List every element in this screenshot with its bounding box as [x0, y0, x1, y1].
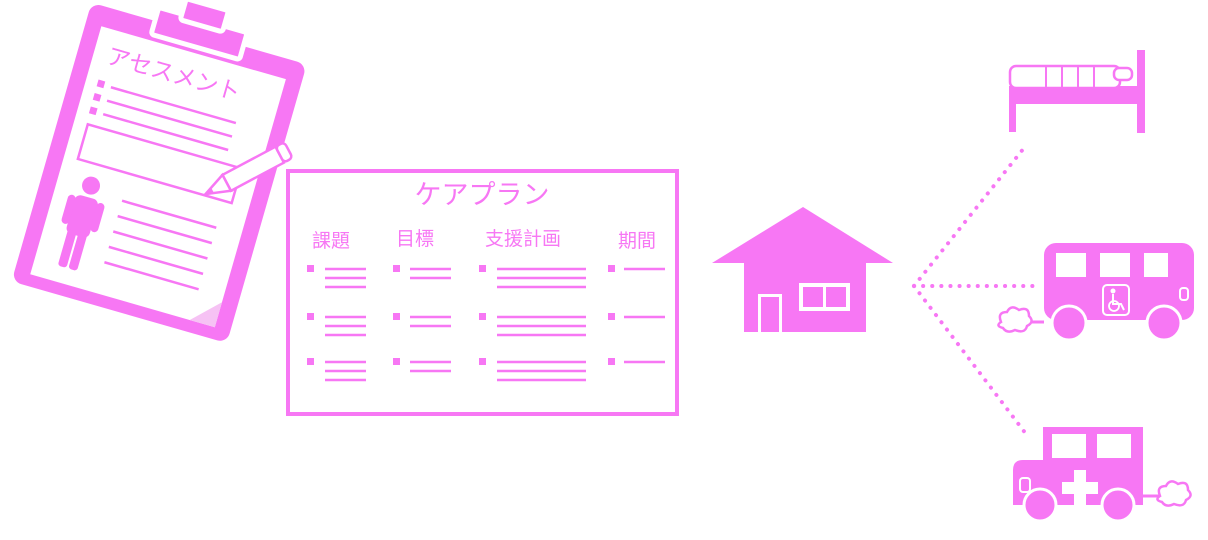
- plan-bullet: [393, 358, 400, 365]
- plan-bullet: [608, 265, 615, 272]
- ambulance-icon: [1013, 427, 1192, 523]
- plan-bullet: [307, 265, 314, 272]
- plan-bullet: [479, 358, 486, 365]
- connector-lines: [912, 146, 1038, 436]
- column-header-support-plan: 支援計画: [485, 228, 561, 250]
- day-service-bus-icon: [997, 243, 1194, 342]
- paper-curl: [189, 302, 222, 328]
- connector-to-bed: [912, 146, 1026, 288]
- pencil-icon: [202, 142, 293, 196]
- bed-icon: [1008, 50, 1145, 133]
- care-plan-board: ケアプラン 課題 目標 支援計画 期間: [286, 169, 679, 416]
- connector-to-ambulance: [912, 284, 1028, 436]
- column-header-goal: 目標: [396, 228, 434, 250]
- column-header-period: 期間: [618, 230, 656, 252]
- plan-bullet: [393, 313, 400, 320]
- plan-bullet: [393, 265, 400, 272]
- assessment-paper: [30, 26, 286, 328]
- plan-bullet: [608, 313, 615, 320]
- exhaust-icon: [1143, 480, 1192, 507]
- care-plan-title: ケアプラン: [415, 180, 550, 211]
- plan-bullet: [608, 358, 615, 365]
- assessment-clipboard: アセスメント: [13, 0, 305, 341]
- exhaust-icon: [997, 306, 1044, 333]
- plan-bullet: [307, 313, 314, 320]
- wheelchair-icon: [1102, 284, 1130, 316]
- person-icon: [58, 176, 105, 271]
- plan-bullet: [307, 358, 314, 365]
- column-header-issue: 課題: [312, 230, 350, 252]
- plan-bullet: [479, 313, 486, 320]
- medical-cross-icon: [1062, 470, 1098, 506]
- house-icon: [712, 207, 893, 332]
- care-plan-rows: [307, 265, 665, 382]
- plan-bullet: [479, 265, 486, 272]
